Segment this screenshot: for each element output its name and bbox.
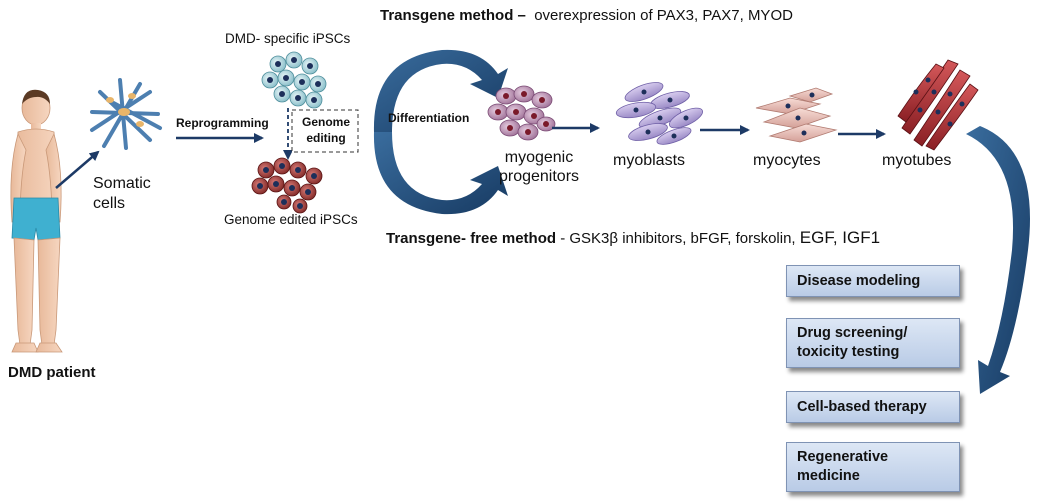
differentiation-label: Differentiation	[388, 111, 470, 125]
myotube-nuclei	[913, 77, 965, 127]
arrow-patient-to-somatic	[55, 150, 100, 189]
genome-editing-label: Genome editing	[301, 115, 350, 145]
dmd-ipsc-nuclei	[267, 57, 321, 103]
stage-myogenic-progenitors: myogenic progenitors	[498, 149, 580, 185]
application-label: Drug screening/ toxicity testing	[797, 325, 908, 360]
myotubes-illustration	[897, 59, 979, 151]
edited-ipsc-label: Genome edited iPSCs	[224, 212, 358, 227]
application-disease-modeling: Disease modeling	[786, 265, 960, 297]
myoblasts-illustration	[615, 82, 703, 145]
transgene-method-line: Transgene method – overexpression of PAX…	[380, 7, 793, 24]
dmd-ipsc-label: DMD- specific iPSCs	[225, 31, 351, 46]
progenitor-nuclei	[495, 91, 549, 135]
reprogramming-label: Reprogramming	[176, 116, 269, 130]
somatic-nuclei	[106, 93, 144, 127]
transgene-method-title: Transgene method –	[380, 7, 526, 24]
transgene-method-detail: overexpression of PAX3, PAX7, MYOD	[534, 7, 793, 24]
patient-label: DMD patient	[8, 364, 96, 381]
myocytes-illustration	[755, 87, 838, 143]
transgene-free-line: Transgene- free method - GSK3β inhibitor…	[386, 228, 880, 248]
myocyte-nuclei	[785, 92, 815, 136]
application-drug-screening: Drug screening/ toxicity testing	[786, 318, 960, 368]
application-label: Regenerative medicine	[797, 449, 889, 484]
application-regenerative-medicine: Regenerative medicine	[786, 442, 960, 492]
stage-myoblasts: myoblasts	[613, 152, 686, 169]
application-label: Disease modeling	[797, 272, 921, 289]
application-cell-based-therapy: Cell-based therapy	[786, 391, 960, 423]
myoblast-nuclei	[633, 89, 689, 139]
genome-editing-box	[291, 109, 359, 153]
somatic-cells-label: Somatic cells	[93, 175, 151, 212]
transgene-free-growth-factors: EGF, IGF1	[799, 228, 881, 247]
stage-myocytes: myocytes	[753, 152, 821, 169]
stage-myotubes: myotubes	[882, 152, 952, 169]
application-label: Cell-based therapy	[797, 398, 927, 415]
transgene-free-detail: - GSK3β inhibitors, bFGF, forskolin,	[560, 230, 796, 247]
differentiation-curved-arrows	[373, 49, 508, 215]
patient-figure	[10, 89, 63, 353]
arrow-to-applications	[966, 126, 1030, 394]
transgene-free-title: Transgene- free method	[386, 230, 557, 247]
edited-ipsc-nuclei	[257, 163, 317, 209]
